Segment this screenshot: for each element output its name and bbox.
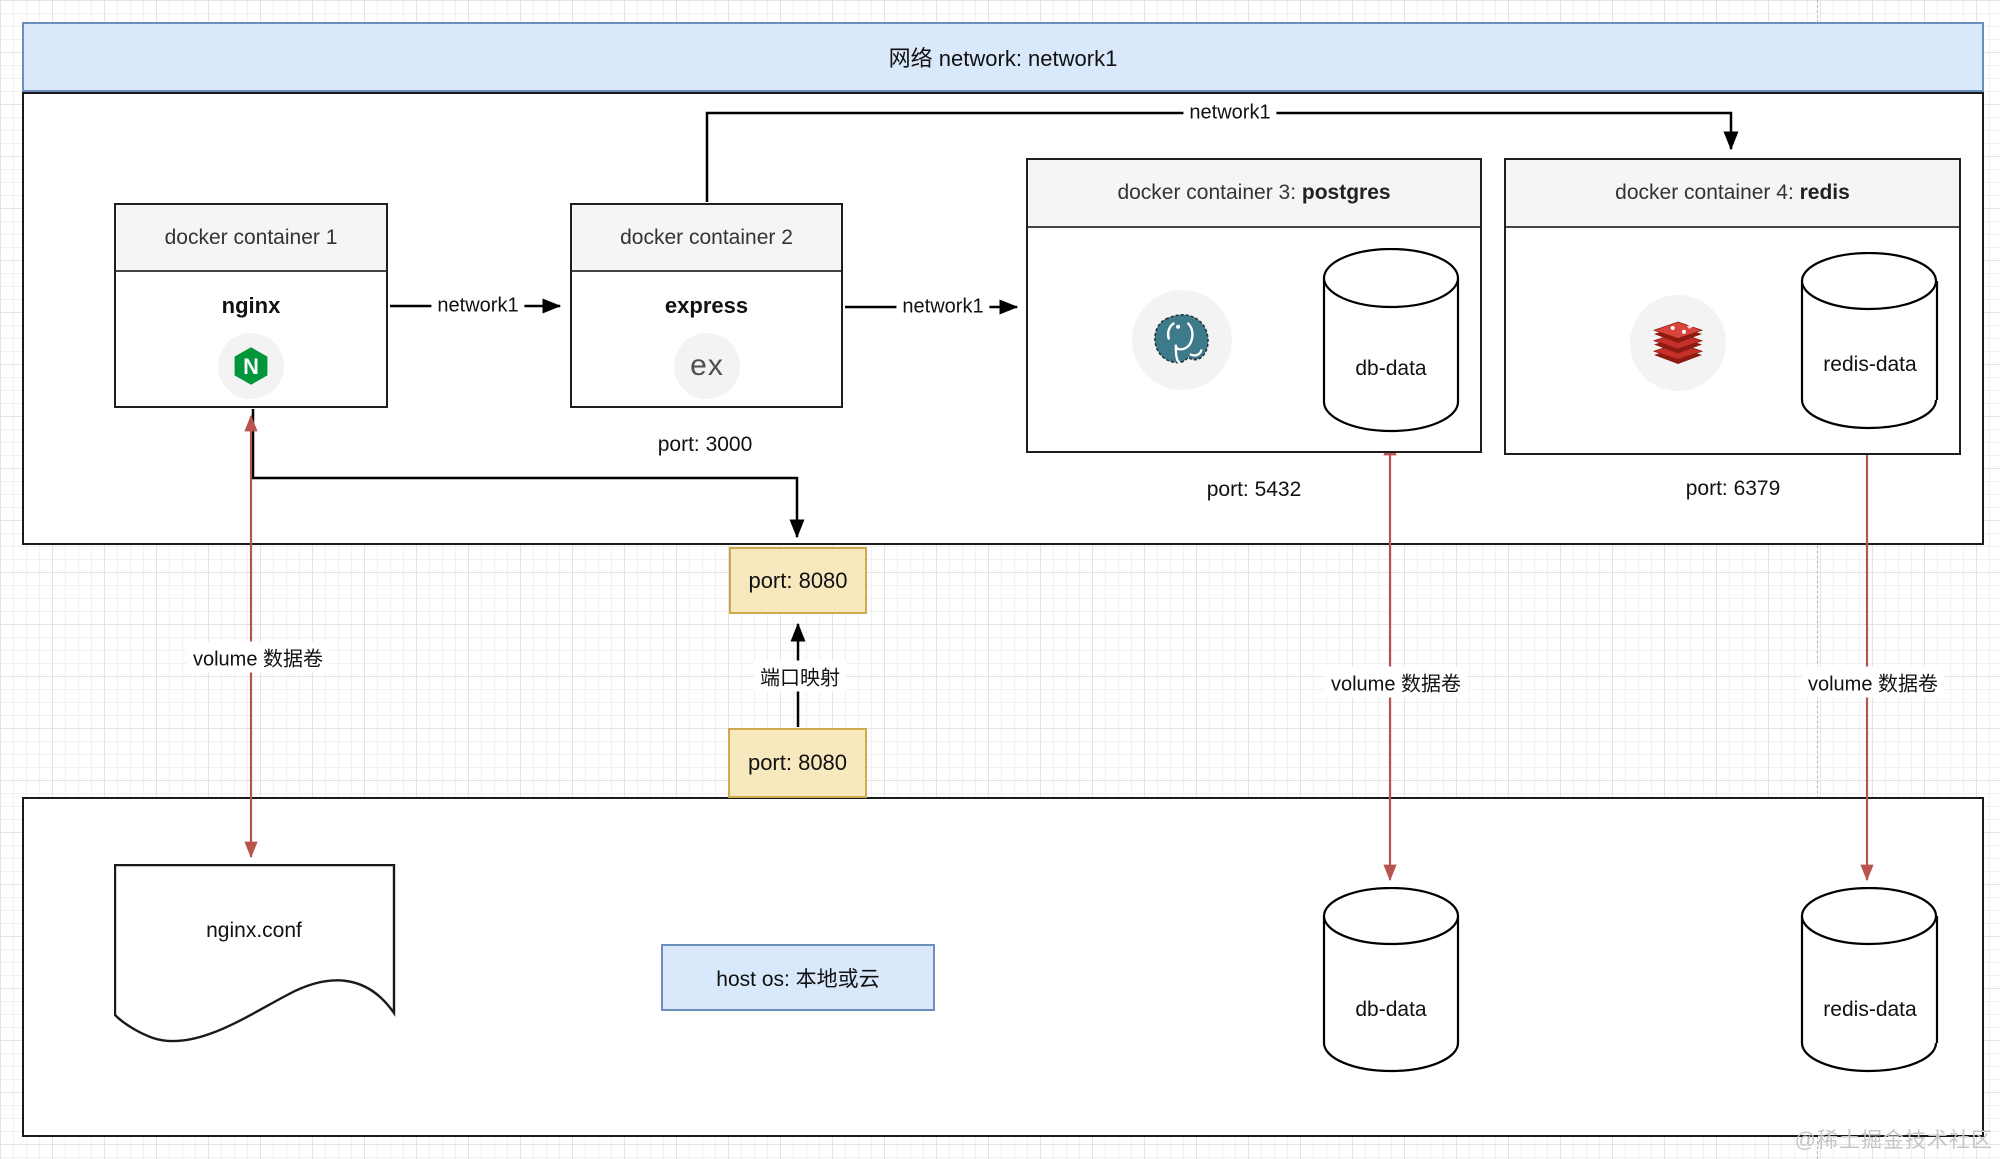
nginx-hexagon-icon: N [234,347,268,385]
port-mapping-label: 端口映射 [754,660,846,692]
redis-data-host-cylinder [1800,887,1939,1073]
volume-label-db: volume 数据卷 [1324,666,1468,698]
docker-container-2-title: docker container 2 [572,205,841,272]
svg-text:N: N [243,354,259,379]
express-icon: ex [674,333,740,399]
page-boundary-divider [1817,0,1818,1159]
volume-label-nginx: volume 数据卷 [186,641,330,673]
network-banner-label: 网络 network: network1 [888,46,1118,71]
nginx-conf-document [114,864,396,1043]
port-5432-label: port: 5432 [1202,478,1306,502]
redis-data-cylinder [1800,252,1939,430]
redis-data-label: redis-data [1823,353,1917,376]
edge-label-network1-c: network1 [1183,100,1277,126]
nginx-icon: N [218,333,284,399]
watermark: @稀土掘金技术社区 [1794,1129,1993,1152]
volume-label-redis: volume 数据卷 [1801,666,1945,698]
port-8080-inner-note: port: 8080 [729,547,867,614]
network-banner: 网络 network: network1 [22,22,1984,92]
host-os-box: host os: 本地或云 [661,944,935,1011]
redis-stack-icon [1652,321,1704,364]
redis-icon [1630,295,1726,391]
nginx-conf-label: nginx.conf [206,919,302,942]
docker-container-4-title: docker container 4: redis [1506,160,1959,228]
db-data-host-cylinder [1322,887,1460,1073]
db-data-host-label: db-data [1355,998,1427,1021]
db-data-cylinder [1322,248,1460,433]
port-8080-outer-note: port: 8080 [728,728,867,798]
docker-container-1-title: docker container 1 [116,205,386,272]
docker-container-3-title: docker container 3: postgres [1028,160,1480,228]
nginx-label: nginx [221,293,281,318]
port-6379-label: port: 6379 [1681,477,1785,501]
edge-label-network1-a: network1 [431,293,525,319]
port-3000-label: port: 3000 [653,433,757,457]
redis-data-host-label: redis-data [1823,998,1917,1021]
express-label: express [664,293,749,318]
postgres-elephant-icon [1154,314,1209,364]
db-data-label: db-data [1355,357,1427,380]
edge-label-network1-b: network1 [896,294,990,320]
docker-container-3: docker container 3: postgres [1026,158,1482,453]
postgres-icon [1132,290,1232,390]
